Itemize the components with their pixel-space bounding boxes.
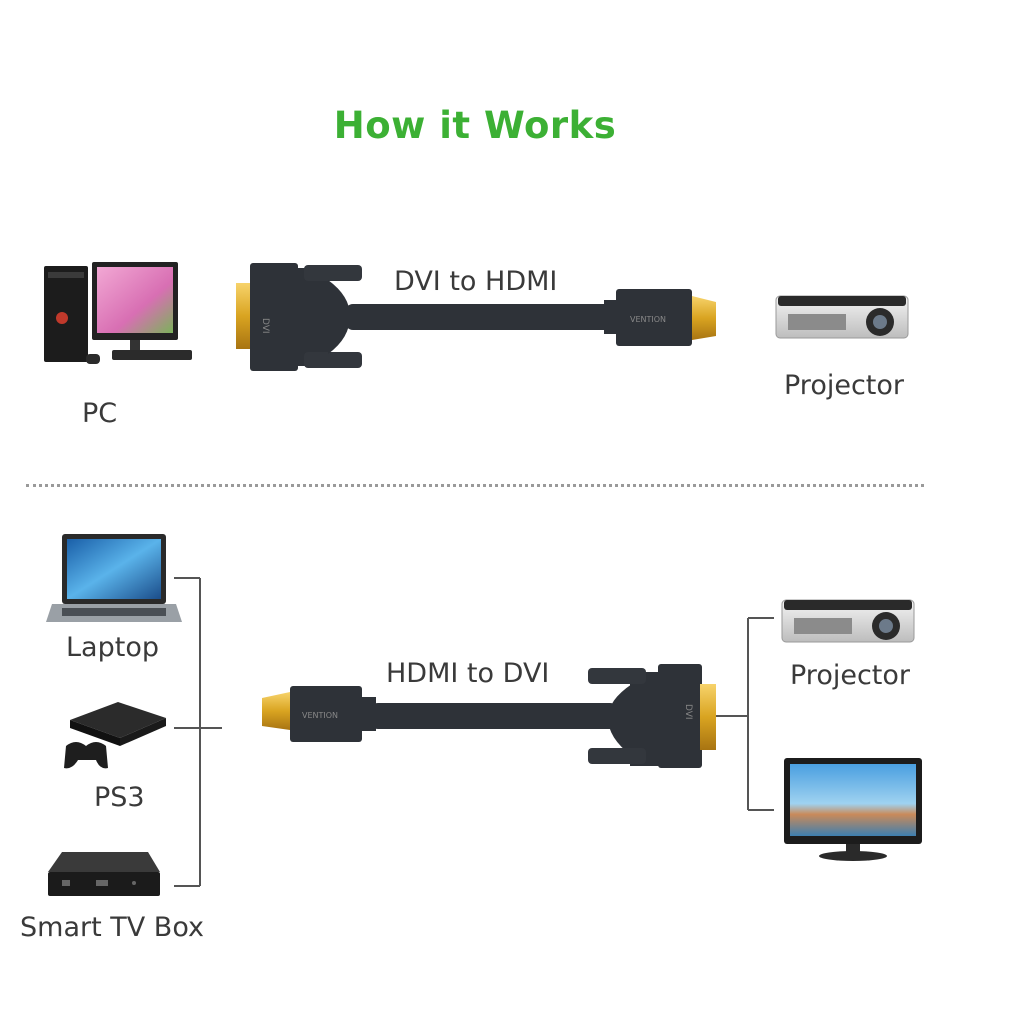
svg-text:DVI: DVI xyxy=(260,318,270,334)
dvi-connector: DVI xyxy=(236,263,362,371)
projector-icon xyxy=(775,295,909,339)
label-cable-hdmi-to-dvi: HDMI to DVI xyxy=(386,658,550,689)
source-bracket xyxy=(174,577,222,887)
cable xyxy=(370,703,618,729)
brand-mark: VENTION xyxy=(630,315,666,324)
ps3-console-icon xyxy=(64,702,166,769)
section-divider xyxy=(26,484,924,487)
hdmi-connector: VENTION xyxy=(262,686,376,742)
label-ps3: PS3 xyxy=(94,782,145,813)
laptop-icon xyxy=(46,534,182,622)
label-smart-tv-box: Smart TV Box xyxy=(20,912,204,943)
cable xyxy=(345,304,620,330)
svg-text:DVI: DVI xyxy=(683,704,693,720)
dvi-connector: DVI xyxy=(588,664,716,768)
label-laptop: Laptop xyxy=(66,632,159,663)
page-title: How it Works xyxy=(333,104,617,147)
target-bracket xyxy=(716,617,774,811)
label-projector: Projector xyxy=(790,660,910,691)
tv-box-icon xyxy=(48,852,160,896)
hdmi-connector: VENTION xyxy=(604,289,716,346)
label-pc: PC xyxy=(82,398,118,429)
label-cable-dvi-to-hdmi: DVI to HDMI xyxy=(394,266,558,297)
projector-icon xyxy=(781,599,915,643)
desktop-pc-icon xyxy=(44,262,192,364)
monitor-tv-icon xyxy=(784,758,922,861)
label-projector: Projector xyxy=(784,370,904,401)
brand-mark: VENTION xyxy=(302,711,338,720)
